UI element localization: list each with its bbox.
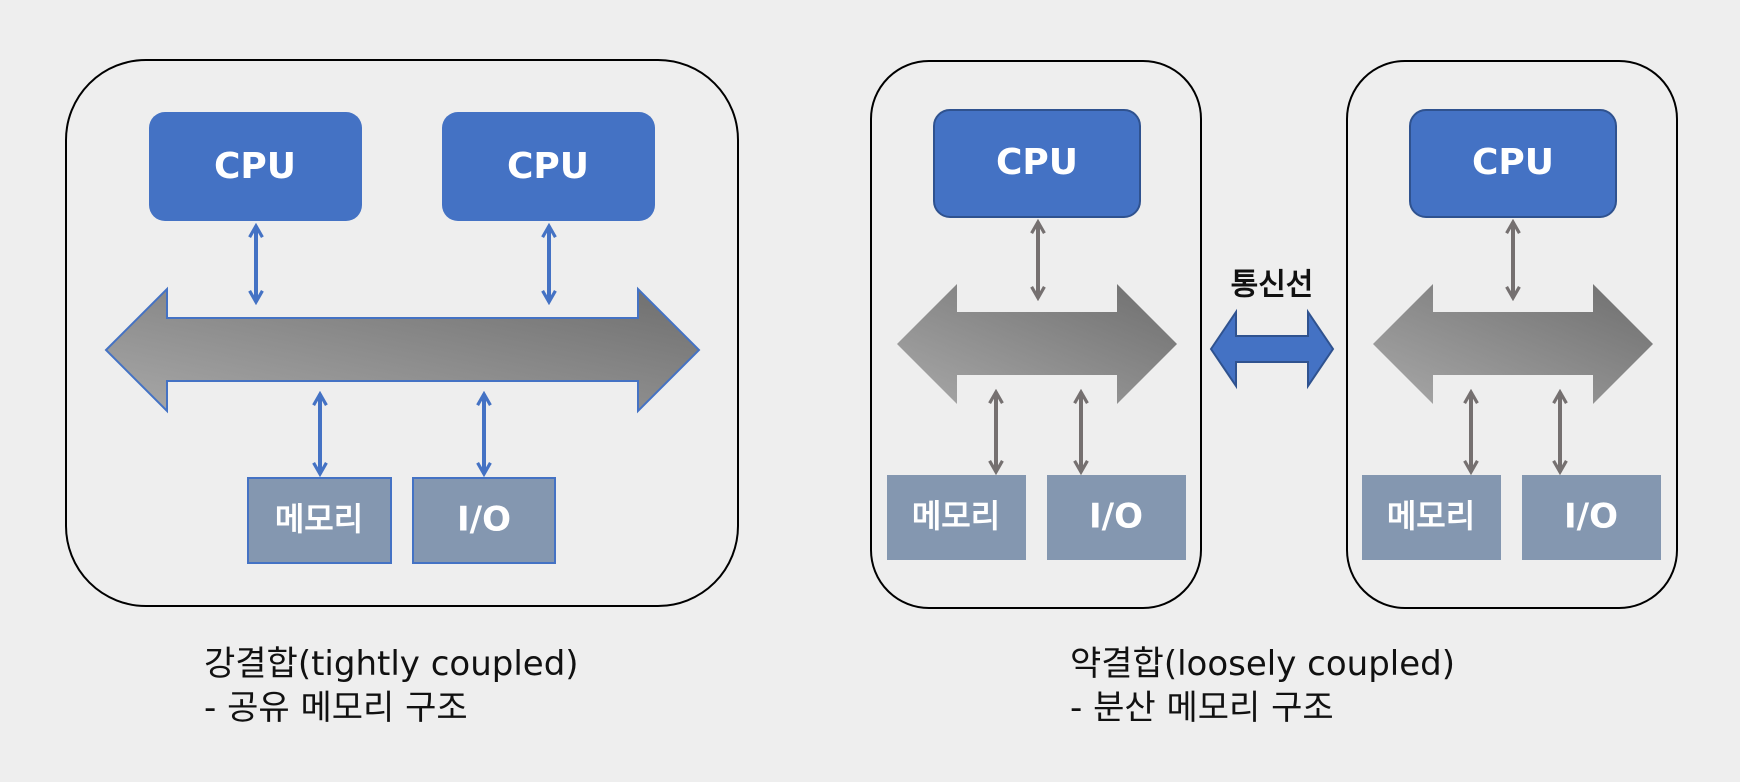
io-label: I/O: [1564, 497, 1618, 537]
tightly-coupled-system: CPU CPU 메모리 I/O: [65, 59, 739, 607]
communication-line: 통신선: [1209, 268, 1335, 390]
node-container: [870, 60, 1202, 609]
io-label: I/O: [1089, 497, 1143, 537]
tightly-coupled-caption: 강결합(tightly coupled) - 공유 메모리 구조: [204, 642, 579, 730]
communication-line-label: 통신선: [1231, 268, 1314, 303]
memory-box: 메모리: [887, 475, 1026, 560]
node-container: [1346, 60, 1678, 609]
loosely-coupled-title: 약결합(loosely coupled): [1070, 644, 1455, 684]
memory-label: 메모리: [912, 497, 1000, 535]
shared-bus-arrow: [104, 286, 701, 414]
local-bus-arrow: [897, 284, 1177, 404]
local-bus-arrow: [1373, 284, 1653, 404]
loosely-coupled-node: CPU 메모리 I/O: [870, 60, 1202, 609]
io-box: I/O: [412, 477, 556, 564]
cpu-box: CPU: [1409, 109, 1617, 218]
loosely-coupled-subtitle: - 분산 메모리 구조: [1070, 688, 1334, 728]
memory-label: 메모리: [1387, 497, 1475, 535]
loosely-coupled-node: CPU 메모리 I/O: [1346, 60, 1678, 609]
cpu-label: CPU: [996, 142, 1078, 183]
loosely-coupled-caption: 약결합(loosely coupled) - 분산 메모리 구조: [1070, 642, 1455, 730]
tightly-coupled-subtitle: - 공유 메모리 구조: [204, 688, 468, 728]
io-box: I/O: [1522, 475, 1661, 560]
tightly-coupled-title: 강결합(tightly coupled): [204, 644, 579, 684]
io-label: I/O: [457, 500, 511, 540]
memory-box: 메모리: [247, 477, 392, 564]
communication-line-arrow: [1209, 308, 1335, 390]
cpu-label: CPU: [1472, 142, 1554, 183]
cpu-box: CPU: [933, 109, 1141, 218]
tightly-coupled-container: [65, 59, 739, 607]
cpu-label: CPU: [507, 146, 589, 187]
cpu-label: CPU: [214, 146, 296, 187]
io-box: I/O: [1047, 475, 1186, 560]
memory-box: 메모리: [1362, 475, 1501, 560]
memory-label: 메모리: [275, 500, 363, 538]
cpu-box: CPU: [442, 112, 655, 221]
cpu-box: CPU: [149, 112, 362, 221]
